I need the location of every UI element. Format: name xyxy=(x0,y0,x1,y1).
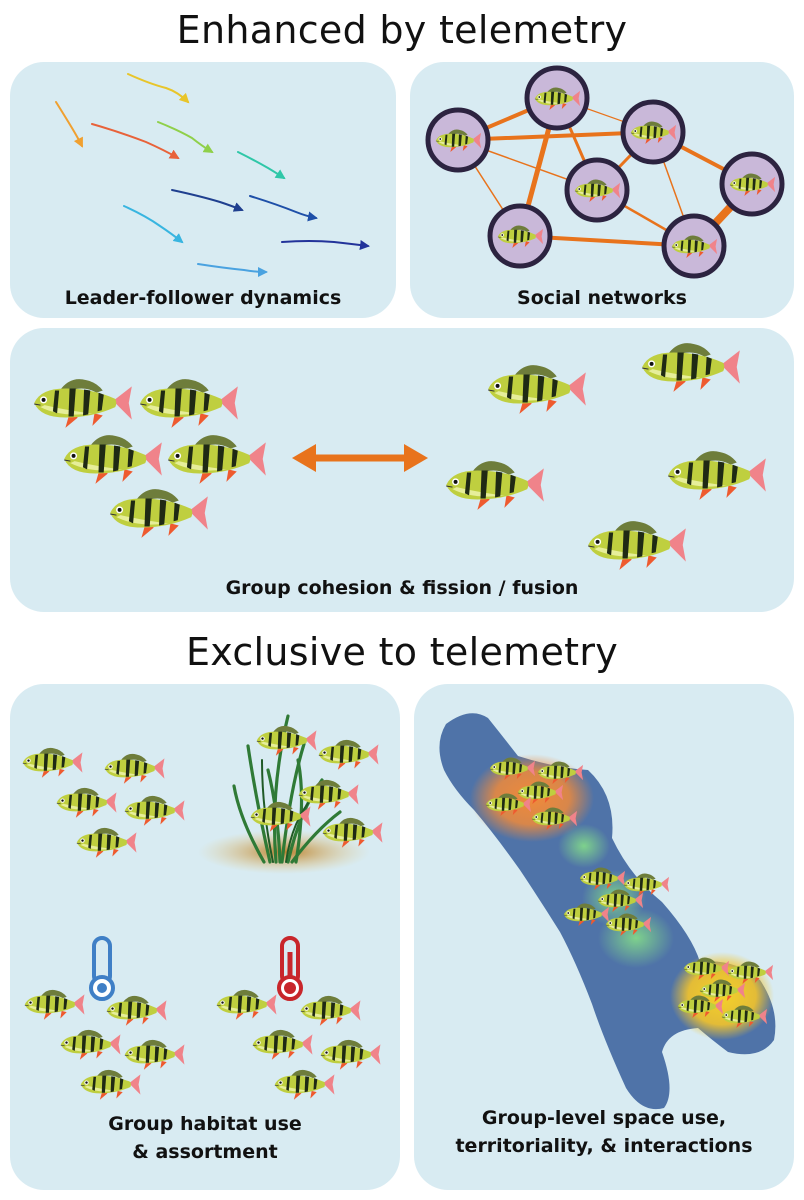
panel-social-networks: Social networks xyxy=(410,62,794,318)
caption-leader-follower: Leader-follower dynamics xyxy=(64,287,342,309)
caption-space-use-line1: Group-level space use, xyxy=(481,1107,727,1129)
caption-social-networks: Social networks xyxy=(517,287,687,309)
panel-habitat: Group habitat use & assortment xyxy=(10,684,400,1190)
caption-space-use-line2: territoriality, & interactions xyxy=(455,1135,753,1157)
section-title-enhanced: Enhanced by telemetry xyxy=(176,8,628,52)
caption-habitat-line2: & assortment xyxy=(132,1141,278,1163)
panel-space-use: Group-level space use, territoriality, &… xyxy=(414,684,794,1190)
caption-habitat-line1: Group habitat use xyxy=(108,1113,302,1135)
panel-leader-follower: Leader-follower dynamics xyxy=(10,62,396,318)
section-title-exclusive: Exclusive to telemetry xyxy=(185,630,619,674)
panel-cohesion: Group cohesion & fission / fusion xyxy=(10,328,794,612)
caption-cohesion: Group cohesion & fission / fusion xyxy=(225,577,579,599)
